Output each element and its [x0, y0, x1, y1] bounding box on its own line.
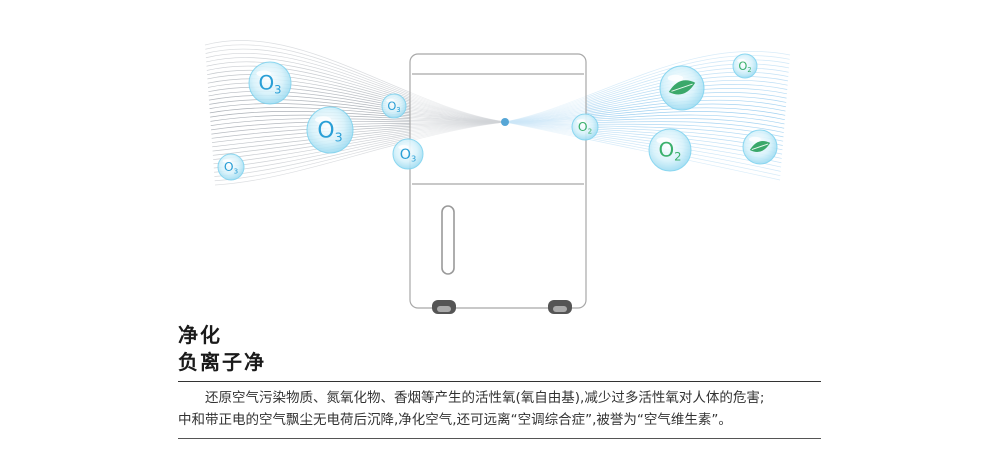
molecule-label: O2 [658, 138, 681, 164]
ozone-bubble-icon: O3 [392, 138, 424, 170]
molecule-label: O3 [400, 147, 416, 164]
oxygen-bubble-icon: O2 [571, 113, 599, 141]
ozone-bubble-icon: O3 [248, 61, 292, 105]
molecule-label: O2 [738, 59, 751, 74]
ozone-bubble-icon: O3 [381, 93, 407, 119]
oxygen-bubble-icon: O2 [648, 128, 692, 172]
wheel-right [548, 300, 572, 314]
leaf-bubble-icon [659, 65, 705, 111]
molecule-label: O3 [224, 160, 238, 175]
molecule-label: O3 [387, 99, 400, 114]
description-line-1: 还原空气污染物质、氮氧化物、香烟等产生的活性氧(氧自由基),减少过多活性氧对人体… [205, 390, 765, 406]
divider-bottom [178, 438, 821, 439]
divider-top [178, 381, 821, 382]
ozone-bubble-icon: O3 [217, 153, 245, 181]
molecule-label: O3 [317, 118, 342, 144]
description-line-2: 中和带正电的空气飘尘无电荷后沉降,净化空气,还可远离“空调综合症”,被誉为“空气… [178, 412, 732, 428]
leaf-bubble-icon [742, 129, 778, 165]
section-title: 净化 [178, 323, 222, 347]
wheel-left [432, 300, 456, 314]
air-purifier-body [409, 53, 587, 309]
oxygen-bubble-icon: O2 [732, 53, 758, 79]
molecule-label: O3 [258, 71, 281, 97]
ozone-bubble-icon: O3 [306, 106, 354, 154]
section-subtitle: 负离子净 [178, 350, 266, 374]
molecule-label: O2 [578, 120, 592, 135]
ion-emitter-dot [501, 118, 509, 126]
